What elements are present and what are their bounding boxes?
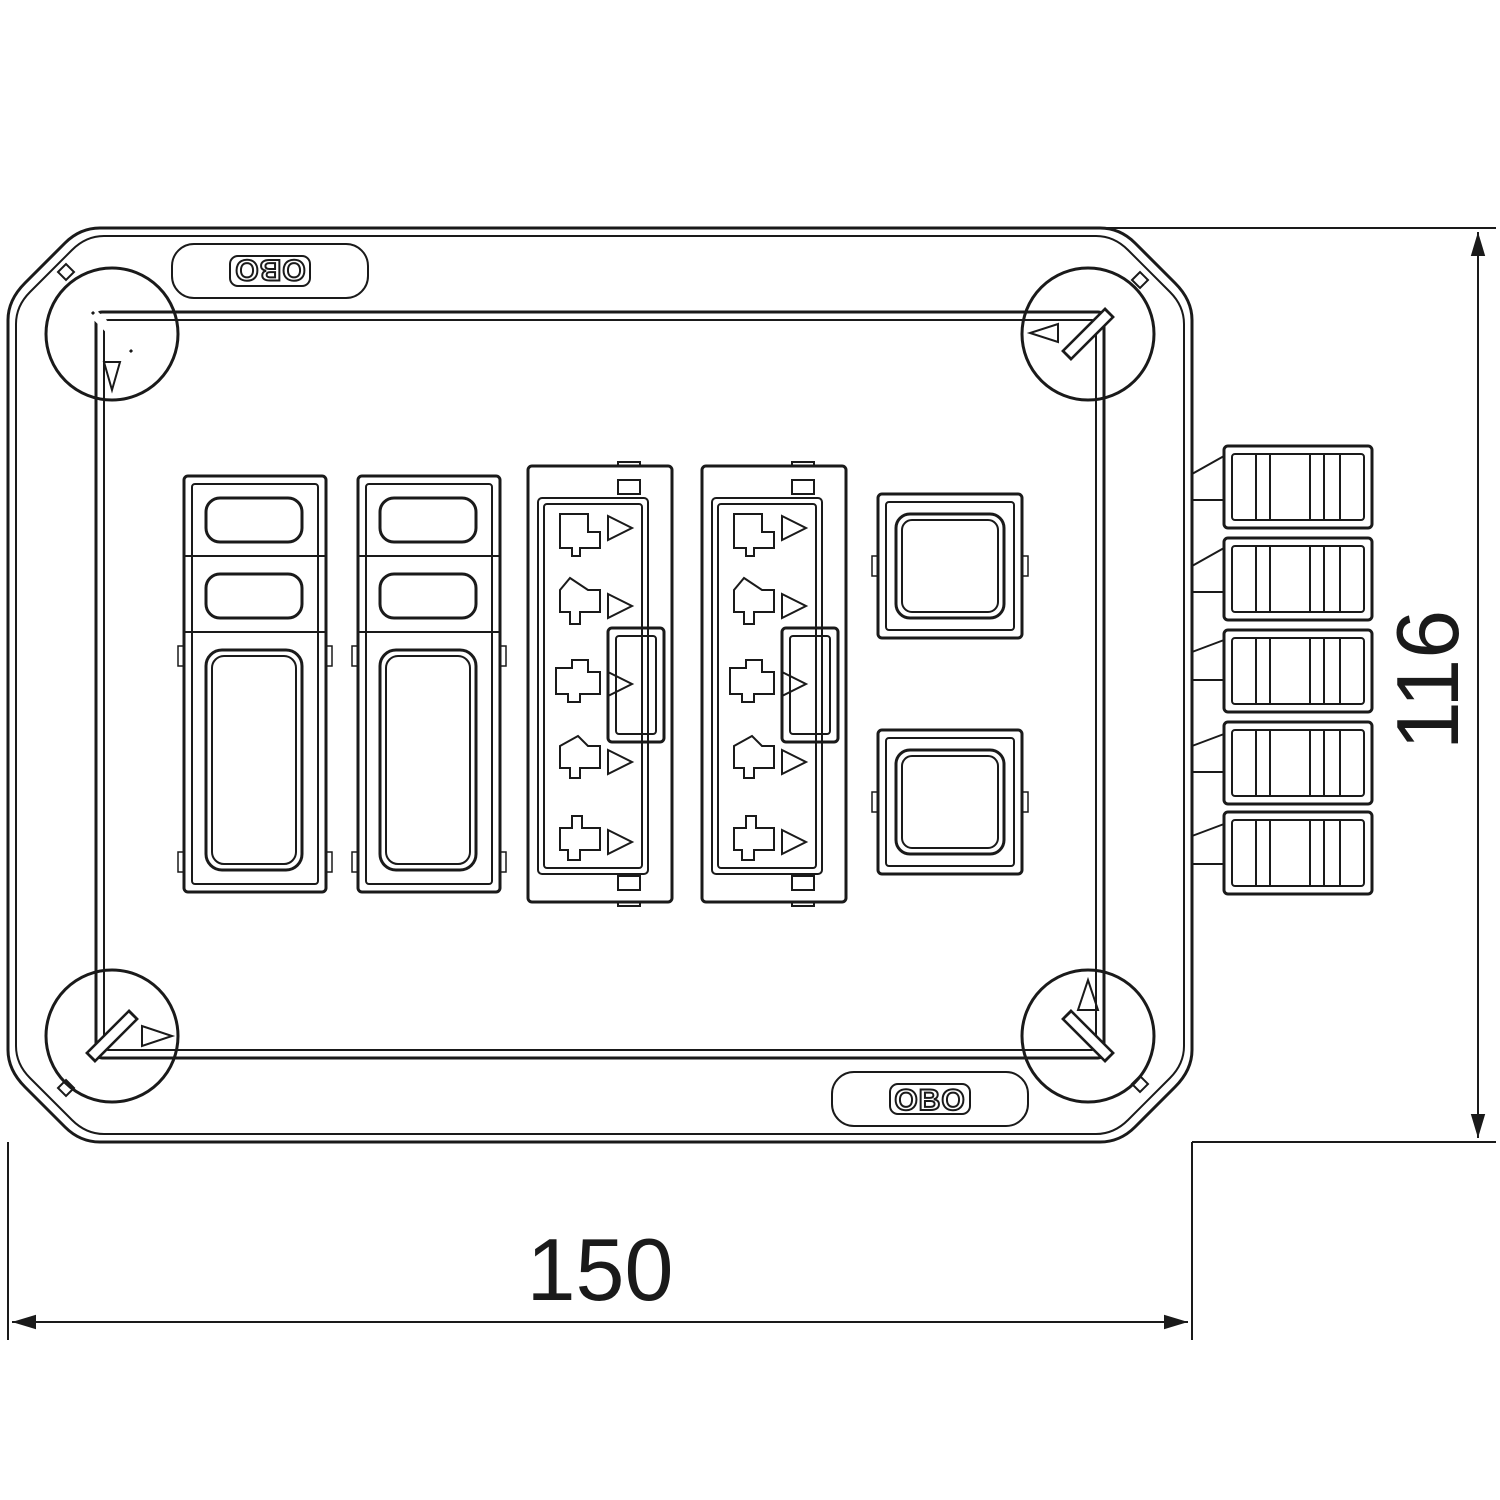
clamp-row-2-5[interactable] [733, 815, 809, 861]
clamp-row-2-4[interactable] [733, 734, 809, 779]
top-logo-text: OBO [234, 253, 305, 286]
height-dimension: 116 [1100, 227, 1496, 1143]
height-dimension-label: 116 [1378, 610, 1477, 750]
clamp-row-2-1[interactable] [733, 513, 809, 557]
side-connector-1[interactable] [1191, 444, 1374, 530]
clamp-row-2-2[interactable] [733, 576, 809, 625]
screw-bottom-left[interactable] [44, 968, 180, 1104]
side-connector-4[interactable] [1191, 720, 1374, 806]
terminal-1-label-slot-top [204, 496, 304, 544]
clamp-row-1-3[interactable] [555, 659, 635, 703]
bottom-logo-plate: OBO [831, 1071, 1029, 1127]
clamp-row-1-4[interactable] [559, 734, 635, 779]
side-connector-3[interactable] [1191, 628, 1374, 714]
terminal-block-1 [177, 474, 333, 894]
top-logo-plate: OBO [171, 243, 369, 299]
screw-top-right[interactable] [1020, 266, 1156, 402]
terminal-block-2 [351, 474, 507, 894]
clamp-row-1-5[interactable] [559, 815, 635, 861]
screw-top-left[interactable] [44, 262, 180, 402]
connector-block-1 [526, 461, 674, 907]
square-module-top[interactable] [871, 492, 1029, 640]
width-dimension-label: 150 [527, 1220, 674, 1319]
terminal-2-label-slot-top [378, 496, 478, 544]
terminal-1-label-slot-middle [204, 572, 304, 620]
clamp-row-1-2[interactable] [559, 576, 635, 625]
square-module-bottom[interactable] [871, 728, 1029, 876]
clamp-row-2-3[interactable] [729, 659, 809, 703]
screw-bottom-right[interactable] [1020, 968, 1156, 1104]
side-connector-5[interactable] [1191, 810, 1374, 896]
clamp-row-1-1[interactable] [559, 513, 635, 557]
terminal-2-label-slot-large [378, 648, 478, 872]
width-dimension: 150 [7, 1142, 1193, 1340]
terminal-2-label-slot-middle [378, 572, 478, 620]
terminal-1-label-slot-large [204, 648, 304, 872]
bottom-logo-text: OBO [894, 1084, 965, 1117]
enclosure-body [6, 226, 1194, 1144]
side-connector-2[interactable] [1191, 536, 1374, 622]
